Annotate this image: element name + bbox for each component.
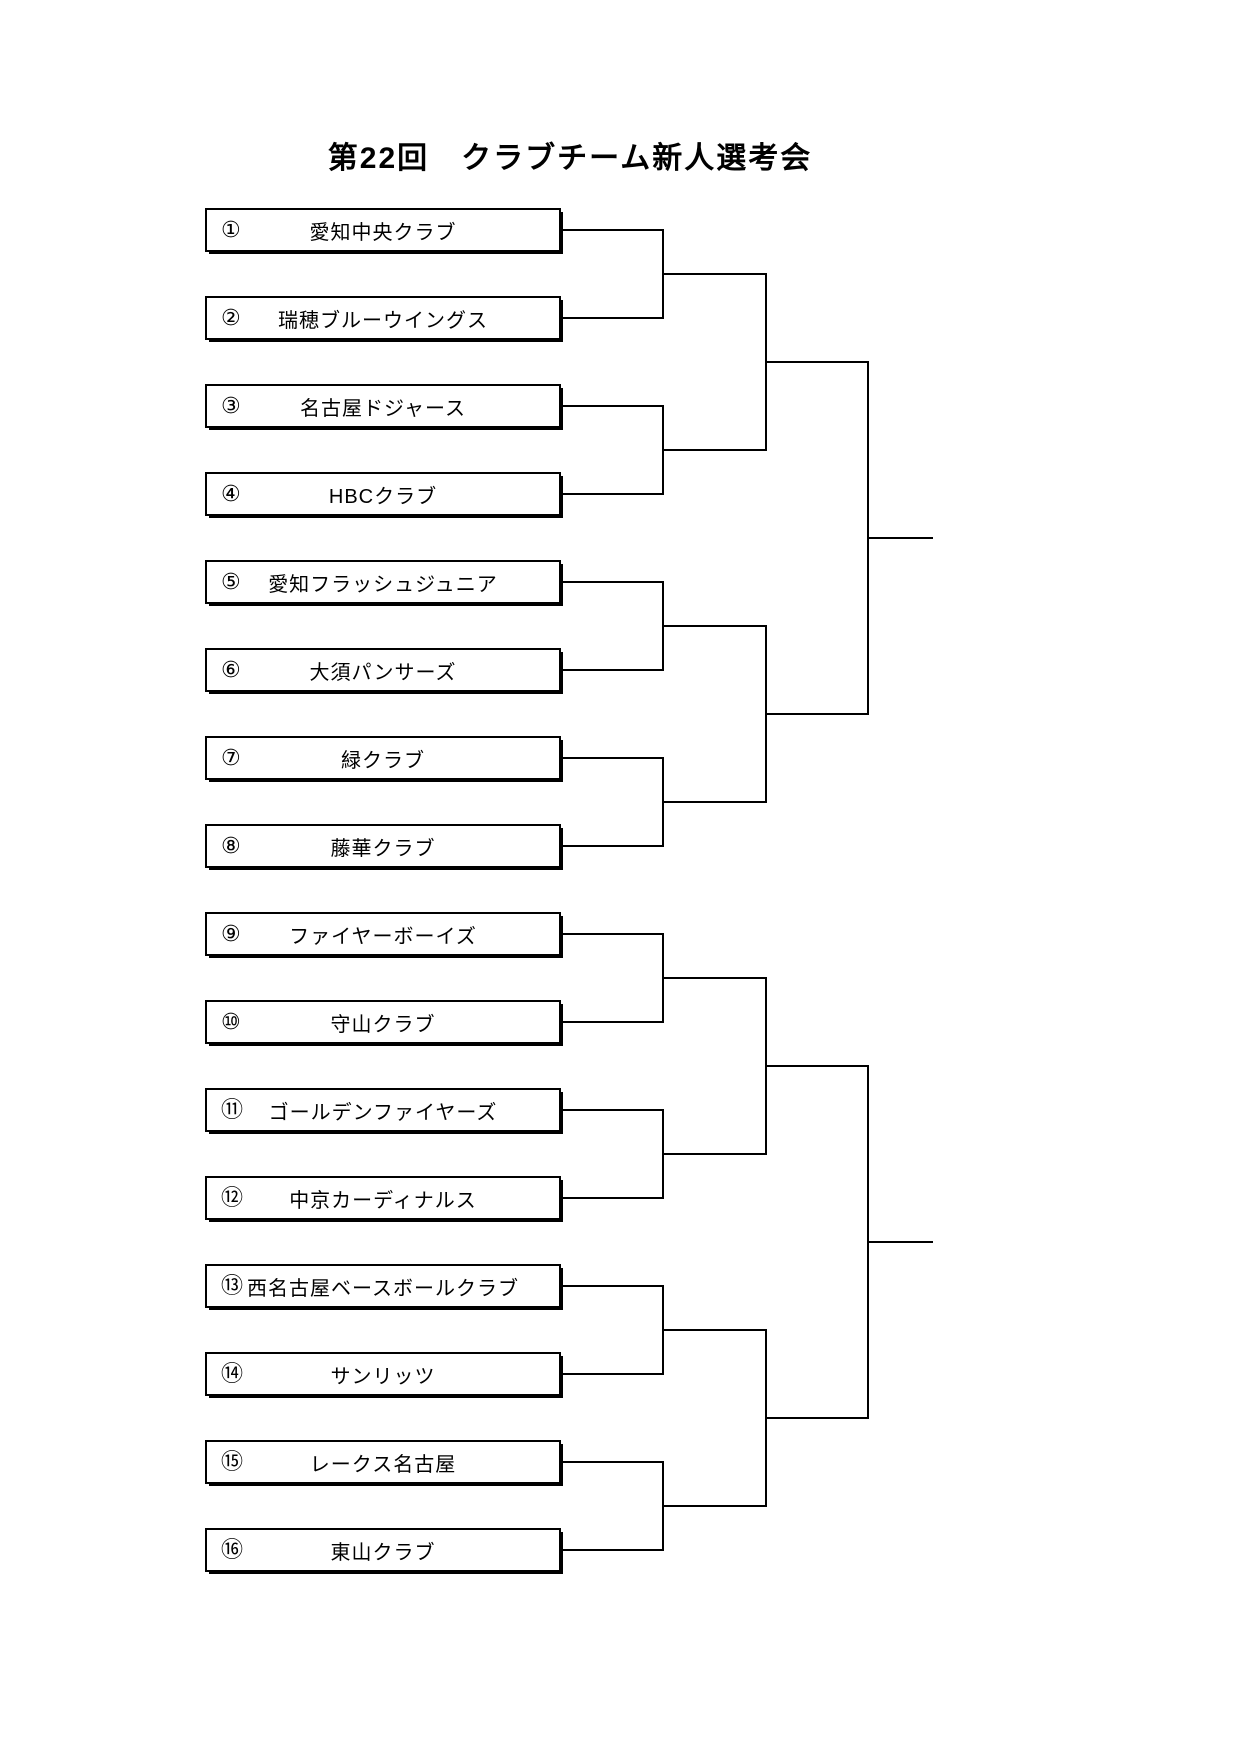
team-seed: ① [221, 217, 241, 242]
team-seed: ② [221, 305, 241, 330]
team-name: ファイヤーボーイズ [289, 925, 477, 948]
team-seed: ⑤ [221, 569, 241, 594]
team-box: ⑥ 大須パンサーズ [205, 648, 561, 692]
connector-lines-path [561, 229, 933, 1551]
team-name: 西名古屋ベースボールクラブ [247, 1277, 519, 1300]
team-name: レークス名古屋 [309, 1453, 457, 1476]
team-box: ⑯ 東山クラブ [205, 1528, 561, 1572]
team-seed: ⑨ [221, 921, 241, 946]
team-seed: ⑧ [221, 833, 241, 858]
team-box: ⑬ 西名古屋ベースボールクラブ [205, 1264, 561, 1308]
team-seed: ⑫ [221, 1185, 244, 1210]
team-box: ⑤ 愛知フラッシュジュニア [205, 560, 561, 604]
team-seed: ⑦ [221, 745, 241, 770]
team-seed: ⑪ [221, 1097, 244, 1122]
team-name: 緑クラブ [341, 749, 425, 772]
team-box: ② 瑞穂ブルーウイングス [205, 296, 561, 340]
team-name: 東山クラブ [330, 1541, 436, 1564]
team-name: 守山クラブ [330, 1013, 436, 1036]
page-title: 第22回 クラブチーム新人選考会 [327, 142, 813, 175]
team-name: 愛知中央クラブ [309, 221, 457, 244]
team-box: ⑫ 中京カーディナルス [205, 1176, 561, 1220]
team-name: 藤華クラブ [330, 837, 436, 860]
team-seed: ③ [221, 393, 241, 418]
team-box: ① 愛知中央クラブ [205, 208, 561, 252]
team-name: 大須パンサーズ [309, 661, 457, 684]
team-box: ⑪ ゴールデンファイヤーズ [205, 1088, 561, 1132]
team-box: ⑭ サンリッツ [205, 1352, 561, 1396]
team-name: 中京カーディナルス [289, 1189, 477, 1212]
team-box: ④ HBCクラブ [205, 472, 561, 516]
team-seed: ⑥ [221, 657, 241, 682]
team-box: ⑩ 守山クラブ [205, 1000, 561, 1044]
team-name: 愛知フラッシュジュニア [268, 573, 498, 596]
team-name: 名古屋ドジャース [300, 397, 466, 420]
team-seed: ⑯ [221, 1537, 244, 1562]
team-box: ⑧ 藤華クラブ [205, 824, 561, 868]
team-name: ゴールデンファイヤーズ [268, 1101, 498, 1124]
team-seed: ⑩ [221, 1009, 241, 1034]
team-seed: ⑬ [221, 1273, 244, 1298]
team-box: ⑦ 緑クラブ [205, 736, 561, 780]
team-name: 瑞穂ブルーウイングス [278, 309, 488, 332]
team-seed: ④ [221, 481, 241, 506]
team-seed: ⑭ [221, 1361, 244, 1386]
team-box: ⑨ ファイヤーボーイズ [205, 912, 561, 956]
team-name: サンリッツ [330, 1365, 436, 1388]
team-box: ⑮ レークス名古屋 [205, 1440, 561, 1484]
team-name: HBCクラブ [328, 485, 438, 508]
team-seed: ⑮ [221, 1449, 244, 1474]
team-box: ③ 名古屋ドジャース [205, 384, 561, 428]
